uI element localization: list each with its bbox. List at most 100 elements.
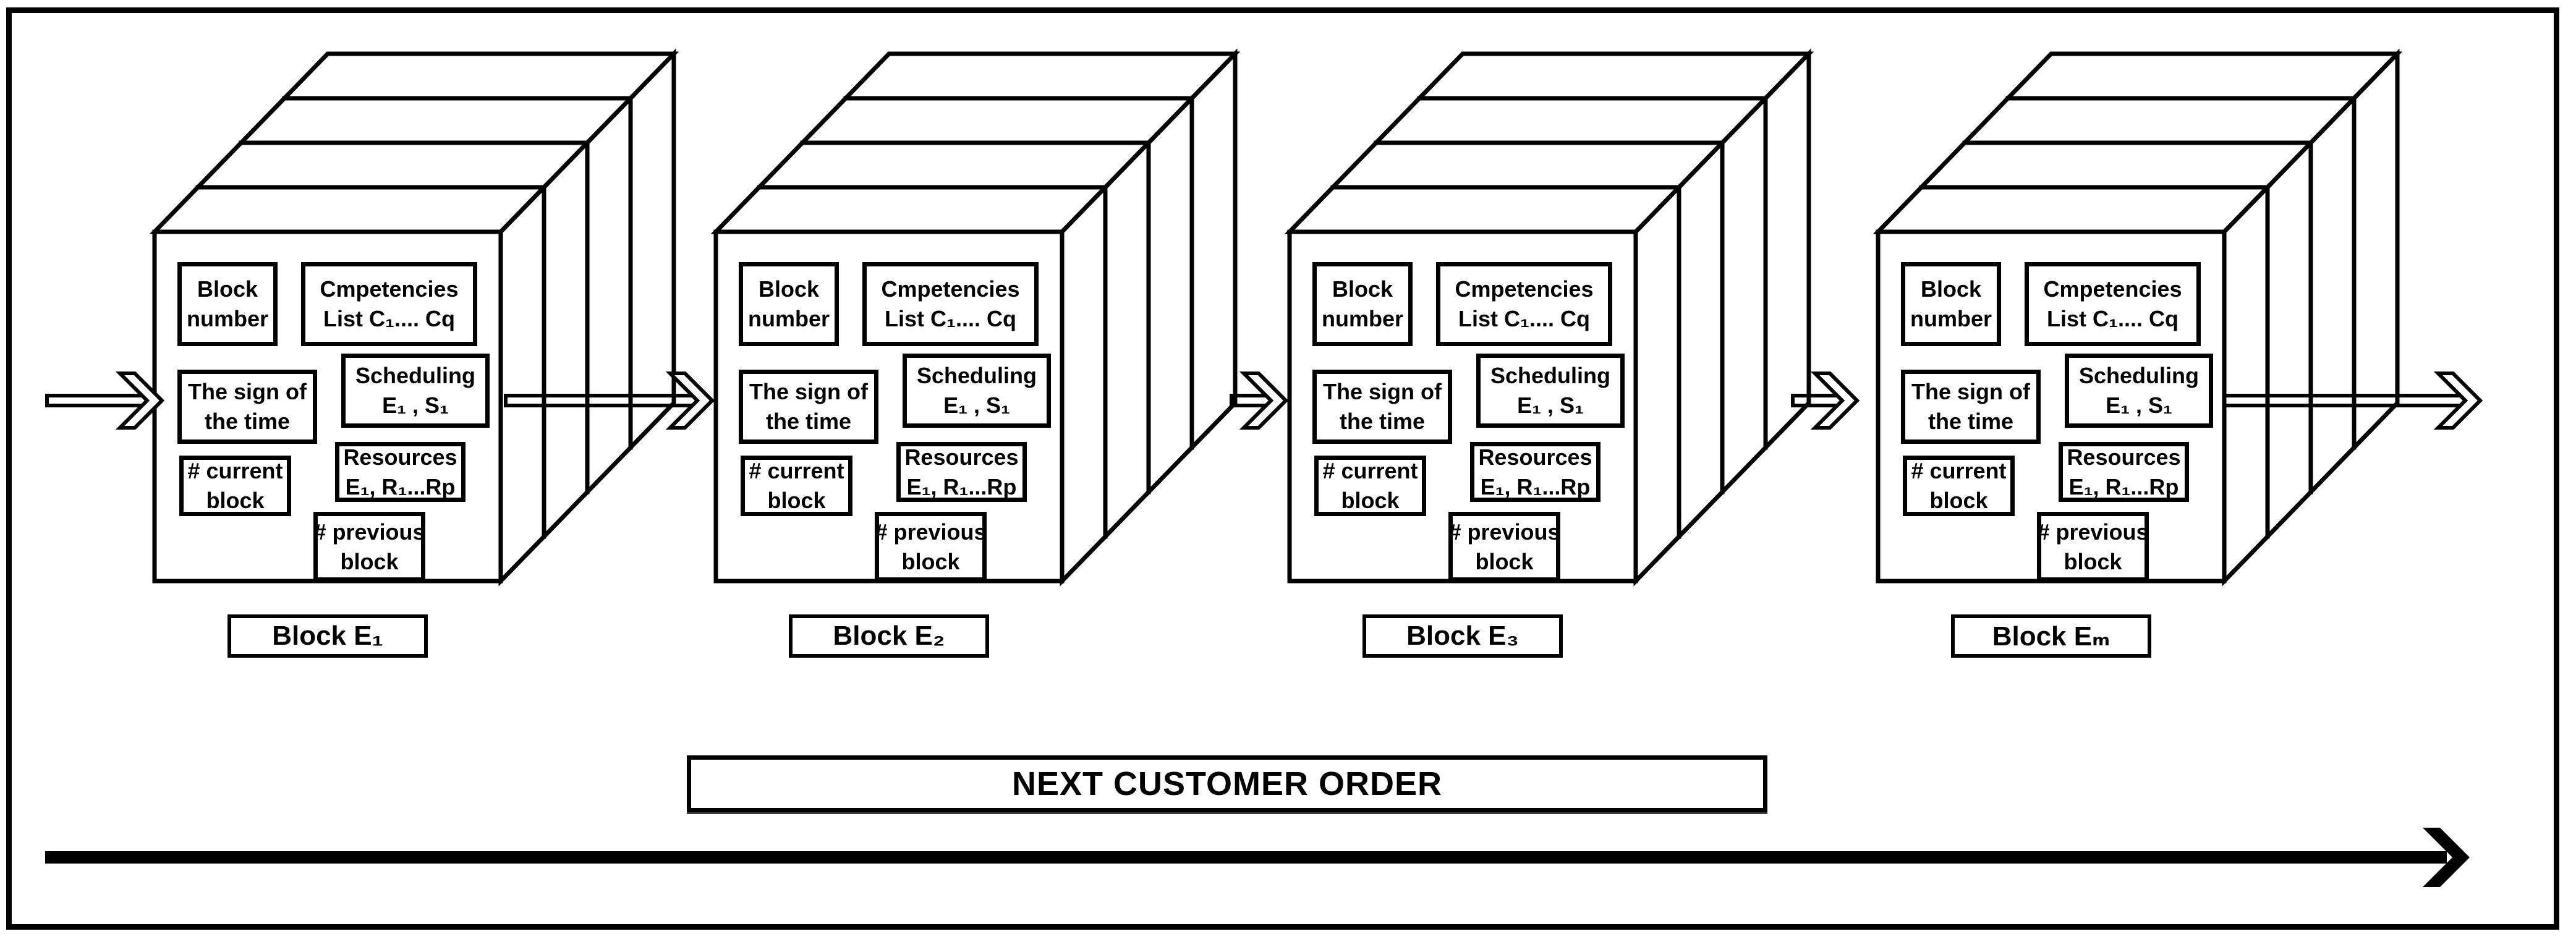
field-line: Block bbox=[197, 276, 258, 302]
field-line: number bbox=[1321, 306, 1403, 331]
field-line: block bbox=[1341, 488, 1400, 513]
field-block-number: Block number bbox=[739, 262, 839, 346]
field-line: block bbox=[2064, 548, 2122, 574]
card-slab-top bbox=[1414, 51, 1814, 101]
card-slab-side bbox=[2308, 93, 2357, 498]
field-current-block: # current block bbox=[1314, 456, 1426, 516]
block-label-text: Block Eₘ bbox=[1992, 621, 2111, 652]
block-label-2: Block E₂ bbox=[789, 614, 989, 658]
block-label-text: Block E₃ bbox=[1406, 621, 1519, 651]
block-label-text: Block E₂ bbox=[833, 621, 945, 651]
card-slab-side bbox=[2352, 48, 2400, 453]
field-resources: Resources E₁, R₁...Rp bbox=[896, 442, 1027, 502]
field-competencies-list: Cmpetencies List C₁.... Cq bbox=[301, 262, 477, 346]
flow-arrow-icon bbox=[115, 372, 165, 430]
card-slab-side bbox=[1189, 48, 1238, 453]
card-slab-top bbox=[1916, 140, 2316, 190]
field-block-number: Block number bbox=[1901, 262, 2001, 346]
card-slab-top bbox=[1959, 96, 2360, 145]
flow-arrow-shaft bbox=[1230, 394, 1273, 407]
field-line: Block bbox=[1920, 276, 1982, 302]
field-previous-block: # previous block bbox=[1448, 512, 1560, 582]
field-line: The sign of bbox=[188, 379, 307, 405]
card-slab-top bbox=[1284, 185, 1685, 234]
field-line: Scheduling bbox=[355, 363, 475, 389]
field-scheduling: Scheduling E₁ , S₁ bbox=[2065, 354, 2213, 428]
flow-arrow-shaft bbox=[2222, 394, 2468, 407]
field-line: block bbox=[206, 488, 265, 513]
card-slab-top bbox=[840, 51, 1241, 101]
field-scheduling: Scheduling E₁ , S₁ bbox=[341, 354, 490, 428]
field-line: the time bbox=[1928, 409, 2014, 434]
field-line: E₁, R₁...Rp bbox=[2068, 473, 2179, 499]
card-slab-side bbox=[1146, 93, 1194, 498]
field-line: Resources bbox=[2067, 444, 2181, 470]
next-customer-order-banner: NEXT CUSTOMER ORDER bbox=[687, 755, 1767, 812]
flow-arrow-icon bbox=[665, 372, 715, 430]
card-slab-side bbox=[628, 48, 676, 453]
field-scheduling: Scheduling E₁ , S₁ bbox=[1476, 354, 1625, 428]
field-line: block bbox=[340, 548, 399, 574]
flow-arrow-shaft bbox=[1791, 394, 1845, 407]
field-line: block bbox=[1929, 488, 1988, 513]
field-current-block: # current block bbox=[179, 456, 291, 516]
field-line: E₁ , S₁ bbox=[382, 393, 449, 418]
field-previous-block: # previous block bbox=[313, 512, 425, 582]
field-line: # current bbox=[187, 458, 283, 484]
field-line: Cmpetencies bbox=[320, 276, 459, 302]
card-slab-top bbox=[192, 140, 593, 190]
card-slab-side bbox=[2265, 137, 2313, 542]
field-line: E₁, R₁...Rp bbox=[1480, 473, 1591, 499]
field-scheduling: Scheduling E₁ , S₁ bbox=[903, 354, 1051, 428]
field-line: Cmpetencies bbox=[881, 276, 1020, 302]
card-slab-side bbox=[1633, 182, 1681, 587]
field-line: Resources bbox=[343, 444, 457, 470]
field-line: # previous bbox=[2037, 519, 2149, 545]
field-line: # previous bbox=[1448, 519, 1560, 545]
flow-arrow-icon bbox=[2433, 372, 2483, 430]
field-line: number bbox=[747, 306, 830, 331]
card-slab-top bbox=[710, 185, 1111, 234]
card-slab-top bbox=[797, 96, 1197, 145]
field-line: Resources bbox=[904, 444, 1019, 470]
card-slab-side bbox=[2222, 182, 2270, 587]
field-block-number: Block number bbox=[1312, 262, 1413, 346]
field-line: E₁, R₁...Rp bbox=[906, 473, 1017, 499]
card-slab-side bbox=[1060, 182, 1108, 587]
timeline-arrow-icon bbox=[2423, 828, 2470, 887]
field-line: Cmpetencies bbox=[1455, 276, 1594, 302]
field-line: Resources bbox=[1478, 444, 1592, 470]
field-current-block: # current block bbox=[741, 456, 852, 516]
field-line: E₁ , S₁ bbox=[943, 393, 1010, 418]
field-line: Cmpetencies bbox=[2043, 276, 2182, 302]
card-slab-top bbox=[1327, 140, 1728, 190]
field-line: the time bbox=[204, 409, 291, 434]
field-line: # current bbox=[749, 458, 844, 484]
field-line: List C₁.... Cq bbox=[323, 306, 455, 331]
field-line: E₁ , S₁ bbox=[2106, 393, 2172, 418]
field-current-block: # current block bbox=[1903, 456, 2015, 516]
block-card-face-1: Block number Cmpetencies List C₁.... Cq … bbox=[155, 232, 501, 582]
card-slab-top bbox=[279, 51, 679, 101]
flow-arrow-icon bbox=[1810, 372, 1860, 430]
card-slab-top bbox=[1371, 96, 1771, 145]
field-line: The sign of bbox=[1323, 379, 1442, 405]
card-slab-top bbox=[2002, 51, 2403, 101]
field-sign-of-time: The sign of the time bbox=[177, 370, 317, 444]
field-line: E₁, R₁...Rp bbox=[345, 473, 456, 499]
card-slab-side bbox=[498, 182, 546, 587]
field-line: Block bbox=[758, 276, 820, 302]
field-previous-block: # previous block bbox=[875, 512, 987, 582]
field-competencies-list: Cmpetencies List C₁.... Cq bbox=[862, 262, 1039, 346]
field-resources: Resources E₁, R₁...Rp bbox=[1470, 442, 1600, 502]
field-line: Block bbox=[1332, 276, 1393, 302]
card-slab-side bbox=[1103, 137, 1151, 542]
field-competencies-list: Cmpetencies List C₁.... Cq bbox=[2025, 262, 2201, 346]
field-line: # current bbox=[1322, 458, 1418, 484]
field-block-number: Block number bbox=[177, 262, 278, 346]
field-line: Scheduling bbox=[1490, 363, 1610, 389]
card-slab-side bbox=[1763, 48, 1811, 453]
field-line: E₁ , S₁ bbox=[1517, 393, 1584, 418]
field-line: List C₁.... Cq bbox=[885, 306, 1016, 331]
